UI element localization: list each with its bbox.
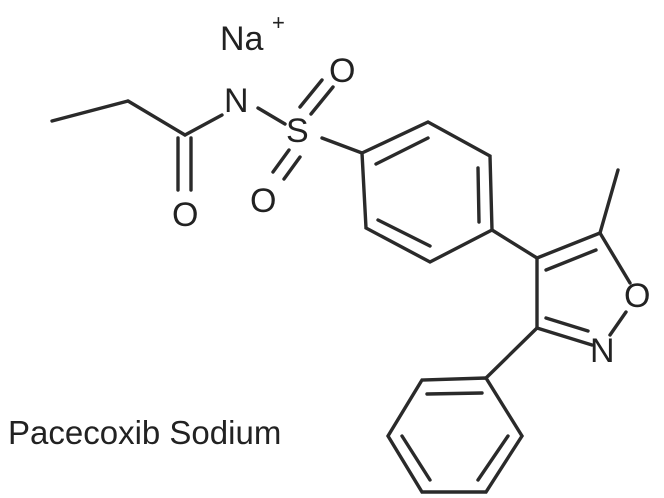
bond-methyl [598, 168, 620, 235]
ring-oxygen-label: O [624, 277, 650, 315]
benzene-double-1 [374, 136, 430, 166]
ring-nitrogen-label: N [590, 332, 615, 370]
bond-benzene-isoxazole [490, 228, 539, 260]
sulfonyl-oxygen-bottom-label: O [250, 182, 276, 220]
isoxazole-c4-c5 [535, 231, 602, 260]
amide-nitrogen-label: N [224, 82, 249, 120]
sulfonyl-oxygen-top-label: O [329, 52, 355, 90]
isoxazole-o-n [608, 310, 628, 337]
bond-isoxazole-phenyl [484, 326, 539, 380]
bond-s-o-top-1 [298, 78, 324, 109]
bond-ethyl-1 [50, 99, 130, 123]
isoxazole-n-c3-2 [544, 316, 590, 333]
bond-s-o-top-2 [309, 85, 335, 116]
bond-s-o-bottom-2 [282, 155, 302, 181]
sodium-charge: + [272, 10, 285, 35]
bond-n-s [256, 106, 287, 126]
benzene-double-3 [376, 218, 432, 248]
isoxazole-c4-c5-double [544, 248, 598, 272]
carbonyl-oxygen-label: O [172, 196, 198, 234]
bond-s-o-bottom-1 [271, 148, 291, 174]
sodium-label: Na [220, 20, 264, 58]
sulfur-label: S [286, 112, 309, 150]
bond-s-benzene [320, 136, 364, 155]
isoxazole-c5-o [598, 231, 632, 285]
isoxazole-n-c3-1 [535, 326, 594, 347]
bond-carbonyl-n [183, 113, 224, 137]
phenyl-double-1 [425, 391, 484, 396]
compound-name-caption: Pacecoxib Sodium [8, 414, 281, 451]
phenyl-double-2 [400, 434, 432, 482]
phenyl-double-3 [476, 434, 510, 482]
phenyl-ring [386, 376, 525, 494]
bond-ethyl-2 [126, 99, 187, 137]
benzene-double-2 [476, 166, 481, 224]
benzene-ring [360, 120, 494, 264]
